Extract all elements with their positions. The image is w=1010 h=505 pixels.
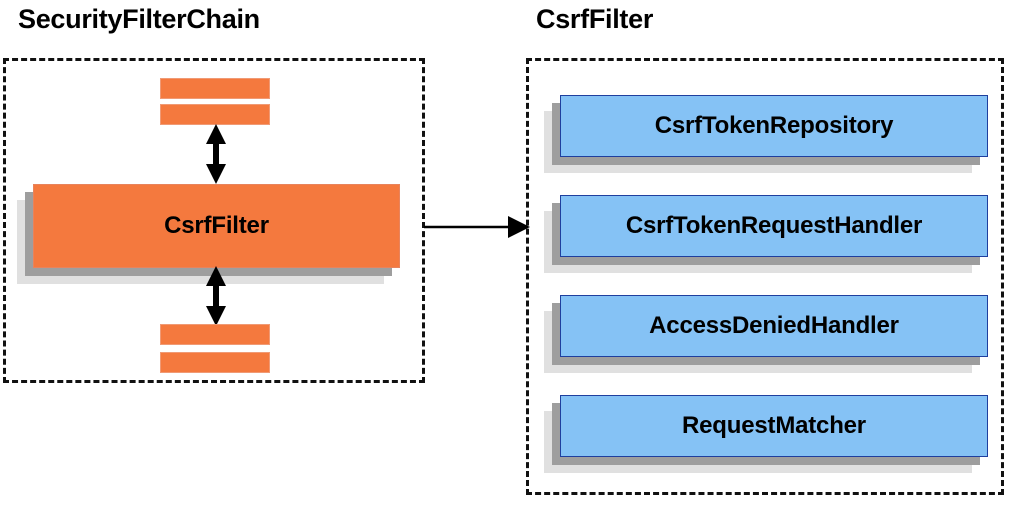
collaborator-4-face: RequestMatcher (560, 395, 988, 457)
collaborator-block-csrftokenrequesthandler: CsrfTokenRequestHandler (544, 195, 988, 273)
collaborator-block-accessdeniedhandler: AccessDeniedHandler (544, 295, 988, 373)
filter-bar-top-1 (160, 78, 270, 99)
csrffilter-block: CsrfFilter (17, 184, 400, 284)
filter-bar-top-2 (160, 104, 270, 125)
arrow-csrffilter-to-detail (424, 216, 530, 238)
filter-bar-bottom-2 (160, 352, 270, 373)
filter-bar-bottom-1 (160, 324, 270, 345)
arrow-above-csrffilter (206, 124, 226, 184)
collaborator-4-label: RequestMatcher (682, 412, 866, 439)
csrffilter-detail-container (526, 58, 1004, 495)
collaborator-3-label: AccessDeniedHandler (649, 312, 899, 339)
left-panel-title: SecurityFilterChain (18, 4, 260, 34)
collaborator-2-face: CsrfTokenRequestHandler (560, 195, 988, 257)
csrffilter-label: CsrfFilter (164, 212, 269, 239)
collaborator-block-requestmatcher: RequestMatcher (544, 395, 988, 473)
right-panel-title: CsrfFilter (536, 4, 654, 34)
csrffilter-face: CsrfFilter (33, 184, 400, 268)
security-filter-chain-container (3, 58, 425, 383)
collaborator-1-label: CsrfTokenRepository (654, 112, 894, 139)
collaborator-3-face: AccessDeniedHandler (560, 295, 988, 357)
collaborator-1-face: CsrfTokenRepository (560, 95, 988, 157)
collaborator-2-label: CsrfTokenRequestHandler (625, 212, 923, 239)
arrow-below-csrffilter (206, 266, 226, 326)
collaborator-block-csrftokenrepository: CsrfTokenRepository (544, 95, 988, 173)
